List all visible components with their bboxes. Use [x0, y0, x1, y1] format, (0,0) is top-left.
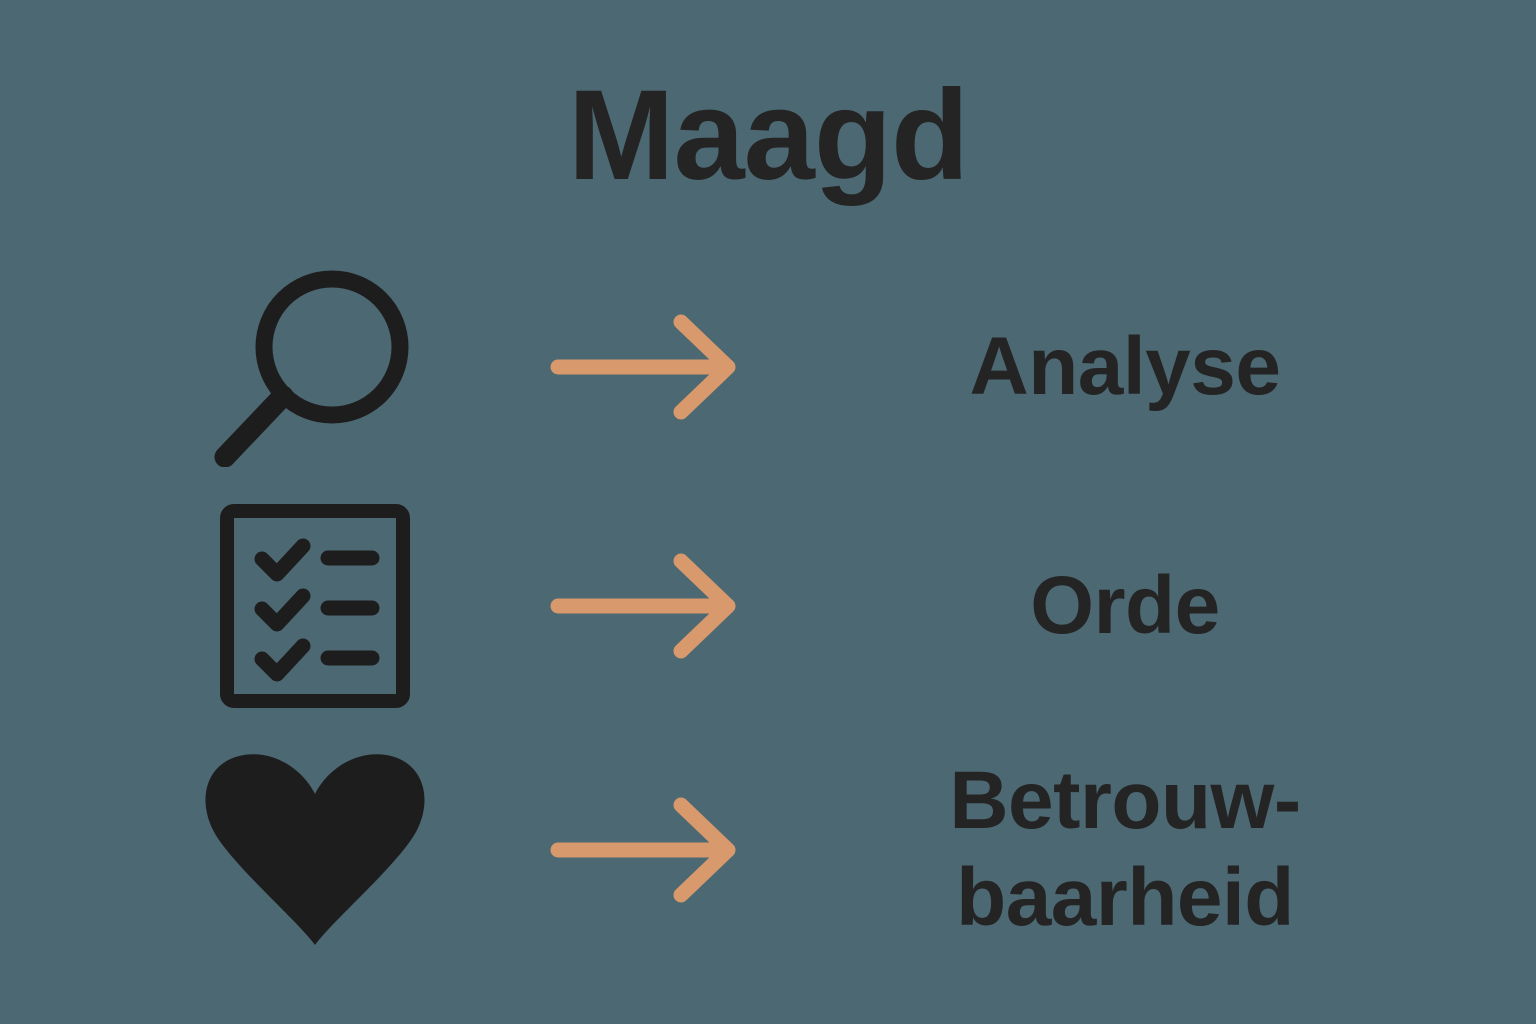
trait-row: Analyse: [150, 262, 1440, 472]
trait-label-text: Orde: [1030, 559, 1220, 651]
checklist-icon: [150, 495, 480, 717]
page-title: Maagd: [567, 64, 969, 207]
trait-label-text: Analyse: [969, 320, 1281, 412]
magnifier-icon: [150, 262, 480, 472]
arrow-right-icon: [480, 495, 810, 717]
trait-label-analyse: Analyse: [810, 262, 1440, 472]
arrow-right-icon: [480, 262, 810, 472]
trait-row: Betrouw- baarheid: [150, 740, 1440, 960]
heart-icon: [150, 740, 480, 960]
trait-row: Orde: [150, 495, 1440, 717]
trait-label-betrouwbaarheid: Betrouw- baarheid: [810, 740, 1440, 960]
trait-label-text: Betrouw- baarheid: [949, 755, 1301, 943]
arrow-right-icon: [480, 740, 810, 960]
trait-label-orde: Orde: [810, 495, 1440, 717]
